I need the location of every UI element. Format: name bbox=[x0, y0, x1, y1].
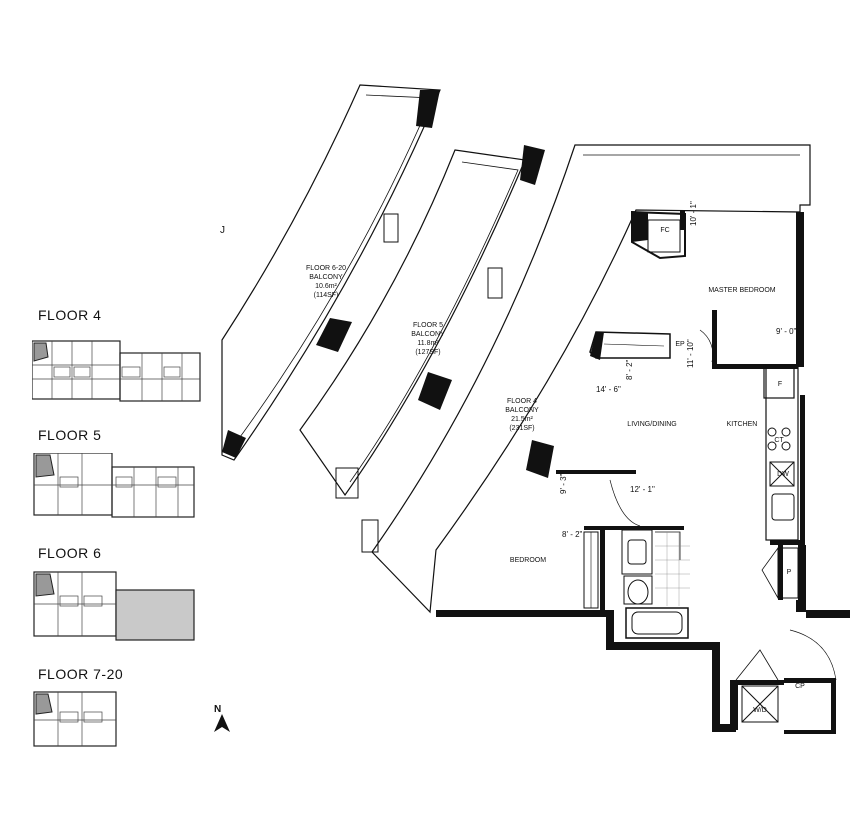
door-swings bbox=[609, 329, 837, 681]
dim-living-height: 8' - 2" bbox=[625, 359, 634, 380]
room-bedroom: BEDROOM bbox=[510, 557, 546, 564]
key-plan-title: FLOOR 5 bbox=[38, 427, 102, 443]
balcony-5-line3: 11.8m² bbox=[417, 340, 439, 347]
room-kitchen: KITCHEN bbox=[727, 421, 758, 428]
room-living-dining: LIVING/DINING bbox=[627, 421, 676, 428]
balcony-4-line1: FLOOR 4 bbox=[507, 398, 537, 405]
balcony-6-20-line4: (114SF) bbox=[314, 292, 339, 299]
balcony-6-20-line1: FLOOR 6-20 bbox=[306, 265, 346, 272]
key-plan-floor-5-drawing bbox=[33, 453, 195, 518]
ep-unit bbox=[589, 331, 671, 360]
balcony-5-line4: (127SF) bbox=[415, 349, 440, 356]
fixture-dw: DW bbox=[777, 471, 789, 478]
laundry-closet bbox=[735, 649, 779, 723]
dimension-labels: 9' - 0" 11' - 10" 14' - 6" 8' - 2" 12' -… bbox=[559, 201, 797, 539]
dim-bedroom-height-2: 8' - 2" bbox=[562, 530, 583, 539]
bathroom bbox=[621, 529, 690, 639]
fixture-labels: FC EP F CT DW P CP W/D bbox=[660, 227, 805, 714]
balcony-6-20-line2: BALCONY bbox=[309, 274, 343, 281]
key-plan-title: FLOOR 4 bbox=[38, 307, 102, 323]
balcony-4-line2: BALCONY bbox=[505, 407, 539, 414]
north-label: N bbox=[214, 704, 222, 715]
room-master-bedroom: MASTER BEDROOM bbox=[708, 287, 775, 294]
room-labels: MASTER BEDROOM LIVING/DINING KITCHEN BED… bbox=[510, 287, 776, 564]
kitchen-counter bbox=[763, 365, 799, 541]
north-arrow-icon bbox=[214, 714, 230, 732]
pantry bbox=[761, 547, 799, 599]
balcony-5-line2: BALCONY bbox=[411, 331, 445, 338]
key-plan-floor-6-drawing bbox=[33, 571, 195, 641]
fixture-ct: CT bbox=[774, 437, 784, 444]
balcony-4-line3: 21.5m² bbox=[511, 416, 533, 423]
balcony-floor-6-20 bbox=[221, 84, 441, 461]
apartment-walls bbox=[436, 210, 850, 734]
dim-master-height: 11' - 10" bbox=[686, 339, 695, 368]
key-plan-title: FLOOR 7-20 bbox=[38, 666, 124, 682]
fc-unit bbox=[631, 210, 686, 260]
key-plan-floor-7-20-drawing bbox=[33, 691, 117, 747]
stray-mark: J bbox=[220, 225, 225, 236]
fixture-f: F bbox=[778, 381, 782, 388]
fixture-p: P bbox=[787, 569, 792, 576]
dim-fc: 10' - 1" bbox=[689, 201, 698, 226]
fixture-wd: W/D bbox=[753, 707, 767, 714]
balcony-floor-4 bbox=[361, 144, 811, 614]
balcony-labels: FLOOR 6-20 BALCONY 10.6m² (114SF) FLOOR … bbox=[306, 265, 539, 432]
dim-bedroom-height: 9' - 3" bbox=[559, 473, 568, 494]
bedroom-closet bbox=[583, 531, 599, 609]
dim-master-width: 9' - 0" bbox=[776, 327, 797, 336]
key-plan-floor-4-drawing bbox=[32, 340, 201, 402]
balcony-5-line1: FLOOR 5 bbox=[413, 322, 443, 329]
balcony-4-line4: (231SF) bbox=[509, 425, 534, 432]
balcony-floor-5 bbox=[299, 145, 545, 499]
key-plan-title: FLOOR 6 bbox=[38, 545, 102, 561]
fixture-fc: FC bbox=[660, 227, 669, 234]
fixture-cp: CP bbox=[795, 683, 805, 690]
dim-bedroom-width: 12' - 1" bbox=[630, 485, 655, 494]
balcony-6-20-line3: 10.6m² bbox=[315, 283, 337, 290]
dim-living-width: 14' - 6" bbox=[596, 385, 621, 394]
fixture-ep: EP bbox=[675, 341, 685, 348]
